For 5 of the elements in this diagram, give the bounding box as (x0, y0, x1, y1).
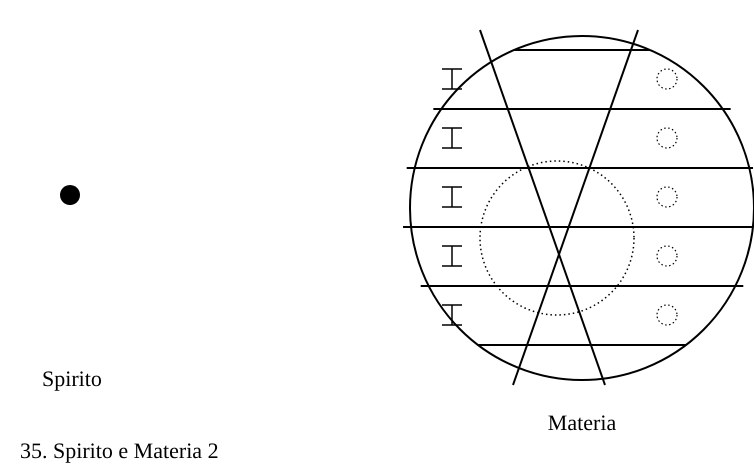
text-label: Spirito (42, 368, 102, 390)
node-label: Materia (548, 412, 616, 434)
caption: 35. Spirito e Materia 2 (20, 440, 219, 462)
dot (60, 185, 80, 205)
circle-diagram-drawing (403, 30, 754, 386)
